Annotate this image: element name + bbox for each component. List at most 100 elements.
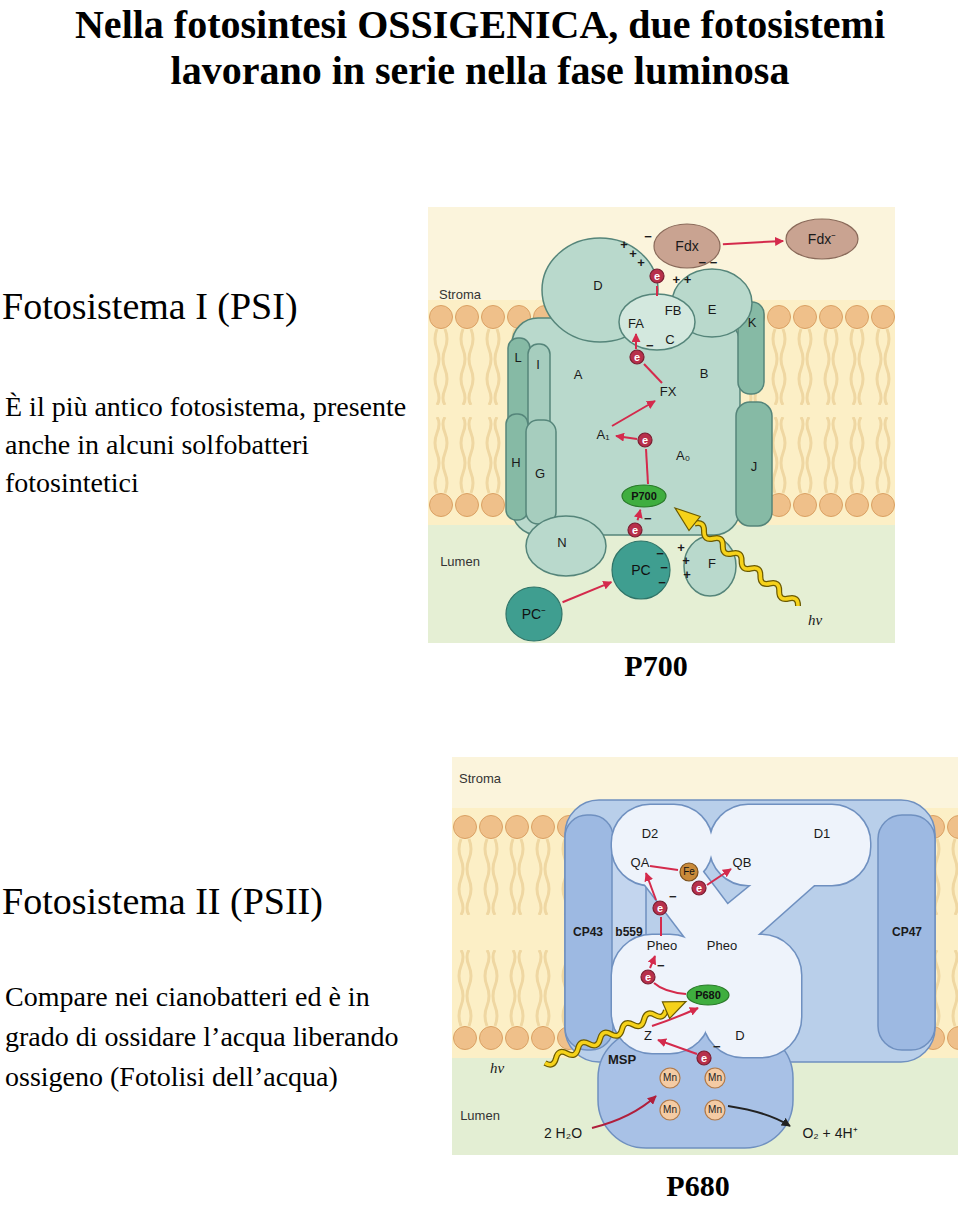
psii-reaction-centre-outline — [612, 805, 870, 1057]
subunit-letter: D — [593, 278, 602, 293]
charge-sign: − − — [699, 255, 718, 270]
electron-transfer-arrow — [563, 582, 612, 602]
node-text: e — [657, 902, 663, 915]
node-outline — [612, 541, 670, 599]
node-outline — [660, 1068, 680, 1088]
charge-sign: + + — [673, 272, 692, 287]
node-outline — [638, 433, 652, 447]
node-outline — [705, 1100, 725, 1120]
psi-background — [428, 207, 895, 643]
psi-electron-path — [612, 401, 655, 426]
water-splitting-arrows — [592, 1096, 790, 1128]
region-label: Lumen — [440, 554, 480, 569]
iron-atom: Fe — [679, 862, 699, 882]
subunit-label: CP43 — [573, 925, 603, 940]
manganese-atom: Mn — [659, 1067, 681, 1089]
cofactor-label: FX — [660, 384, 677, 399]
manganese-atom: Mn — [704, 1099, 726, 1121]
subunit-letter: G — [535, 466, 545, 481]
psi-protein — [684, 536, 736, 596]
psi-protein — [736, 402, 772, 526]
psii-reaction-centre — [710, 805, 870, 885]
ferredoxin-reduced: Fdx⁻ — [785, 218, 859, 260]
charge-sign: − — [660, 560, 668, 575]
node-text: Mn — [708, 1072, 722, 1084]
charge-sign: − — [658, 575, 666, 590]
psi-electron-path — [612, 286, 662, 484]
charge-sign: − — [713, 1040, 721, 1054]
psii-electron-path — [650, 866, 678, 870]
figure-caption: P680 — [666, 1169, 729, 1203]
electron-marker: e− — [696, 1050, 712, 1066]
node-outline — [786, 219, 858, 259]
psii-electron-path — [646, 866, 731, 1054]
charge-sign: − — [657, 959, 665, 973]
node-outline — [506, 587, 562, 641]
psi-electron-path — [646, 449, 648, 484]
manganese-atom: Mn — [659, 1099, 681, 1121]
node-text: e — [632, 524, 638, 537]
charge-sign: + — [637, 255, 645, 270]
node-outline — [653, 901, 667, 915]
node-text: P700 — [631, 490, 657, 503]
node-text: Fdx — [675, 238, 698, 255]
light-label: hν — [808, 613, 822, 628]
psi-electron-path — [644, 364, 662, 383]
electron-marker: e — [649, 268, 665, 284]
node-text: Fdx⁻ — [808, 231, 836, 248]
charge-sign: + — [677, 540, 685, 555]
psii-reaction-centre-outline — [612, 805, 712, 885]
node-text: Mn — [708, 1104, 722, 1116]
psii-electron-path — [660, 917, 662, 936]
psi-electron-path — [635, 334, 637, 349]
psi-protein — [506, 414, 528, 520]
figure-caption: P700 — [624, 649, 687, 683]
psi-electron-path — [656, 286, 658, 296]
cofactor-label: A₁ — [596, 427, 609, 442]
node-outline — [692, 881, 706, 895]
subunit-letter: B — [700, 366, 709, 381]
psi-protein — [526, 516, 606, 576]
electron-marker: e− — [627, 522, 643, 538]
electron-marker: e− — [640, 969, 656, 985]
electron-transfer-arrow — [638, 510, 641, 521]
water-splitting-arrows — [592, 1096, 656, 1128]
subunit-label: b559 — [615, 925, 642, 940]
cofactor-label: Z — [644, 1028, 652, 1043]
node-text: Mn — [663, 1072, 677, 1084]
section-heading: Fotosistema I (PSI) — [2, 284, 298, 328]
subunit-letter: I — [536, 357, 540, 372]
msp-subunit: MSPMnMnMnMn — [598, 1030, 793, 1148]
reactant-label: 2 H₂O — [544, 1126, 582, 1141]
node-text: e — [696, 882, 702, 895]
node-outline — [687, 985, 729, 1005]
node-text: Fe — [683, 866, 695, 878]
subunit-letter: N — [557, 535, 566, 550]
light-label: hν — [490, 1061, 504, 1076]
psii-electron-path — [658, 1040, 697, 1054]
node-outline — [641, 970, 655, 984]
node-outline — [630, 350, 644, 364]
node-outline — [680, 863, 698, 881]
subunit-letter: A — [574, 367, 583, 382]
psii-reaction-centre-outline — [710, 805, 870, 885]
water-splitting-arrows — [728, 1106, 790, 1126]
light-wave-arrow — [695, 523, 798, 606]
node-text: PC⁻ — [522, 606, 546, 623]
psii-outer-protein — [565, 800, 935, 1148]
section-heading: Fotosistema II (PSII) — [2, 879, 323, 923]
psi-electron-path — [616, 436, 637, 439]
subunit-label: D2 — [642, 826, 659, 841]
psii-electron-path — [650, 956, 655, 968]
charge-sign: − — [656, 546, 664, 561]
subunit-label: D — [735, 1028, 744, 1043]
node-text: Mn — [663, 1104, 677, 1116]
section-text: È il più antico fotosistema, presente an… — [5, 388, 417, 502]
psii-background — [452, 757, 958, 1155]
charge-sign: + — [620, 237, 628, 252]
manganese-atom: Mn — [704, 1067, 726, 1089]
charge-sign: − — [669, 890, 677, 904]
subunit-letter: C — [665, 332, 674, 347]
psii-electron-path — [646, 873, 656, 900]
